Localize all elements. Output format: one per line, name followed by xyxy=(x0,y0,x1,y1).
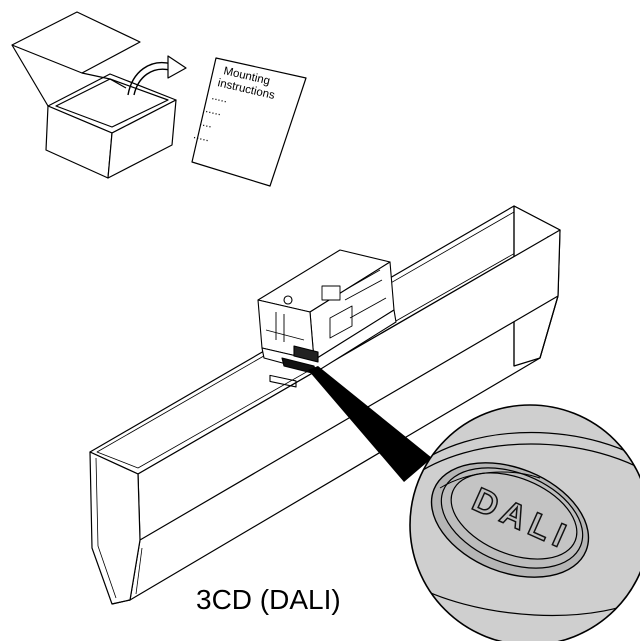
open-box xyxy=(11,11,187,179)
zoom-detail: DALI xyxy=(409,404,640,641)
zoom-pointer xyxy=(308,366,432,482)
product-caption: 3CD (DALI) xyxy=(196,584,341,615)
instructions-sheet: Mounting instructions ..... ..... .... .… xyxy=(191,57,307,187)
arrow-icon xyxy=(127,62,173,96)
instructions-dots-2: ..... xyxy=(204,103,222,118)
instructions-dots-3: .... xyxy=(198,116,213,131)
track-adapter xyxy=(257,249,397,388)
instructions-dots-4: ..... xyxy=(192,129,210,144)
box-side xyxy=(107,99,177,179)
instructions-dots-1: ..... xyxy=(210,90,228,105)
box-lid xyxy=(11,11,141,74)
